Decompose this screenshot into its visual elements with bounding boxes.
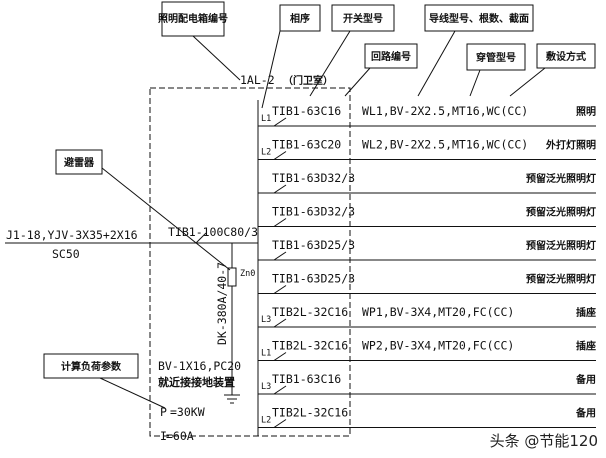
spd-label: DK-380A/40-7 bbox=[215, 262, 229, 345]
callout-box-phase bbox=[279, 4, 321, 32]
circuit-use: 预留泛光照明灯 bbox=[526, 172, 596, 185]
ie-value: =60A bbox=[166, 429, 194, 443]
callout-box-arrester bbox=[55, 149, 103, 175]
main-switch-symbol bbox=[195, 232, 207, 244]
circuit-use: 照明 bbox=[576, 106, 596, 118]
circuit-phase: L3 bbox=[261, 315, 271, 325]
leader-conduit bbox=[469, 69, 481, 97]
circuit-breaker: TIB1-63C16 bbox=[272, 372, 341, 386]
zno-label: Zn0 bbox=[240, 269, 255, 279]
leader-arrester bbox=[101, 167, 231, 271]
callout-conduit-model: 穿管型号 bbox=[476, 51, 516, 64]
breaker-symbol bbox=[273, 184, 287, 194]
circuit-phase: L3 bbox=[261, 382, 271, 392]
ie-label: I bbox=[160, 429, 167, 443]
pe-value: =30KW bbox=[170, 405, 205, 419]
circuit-wire: WL1,BV-2X2.5,MT16,WC(CC) bbox=[362, 104, 528, 118]
callout-box-conduit bbox=[466, 43, 526, 71]
breaker-symbol bbox=[273, 117, 287, 127]
breaker-symbol bbox=[273, 285, 287, 294]
leader-wire bbox=[417, 30, 456, 97]
circuit-phase: L1 bbox=[261, 114, 271, 124]
circuit-phase: L1 bbox=[261, 349, 271, 359]
circuit-breaker: TIB2L-32C16 bbox=[272, 305, 348, 319]
leader-load bbox=[99, 377, 166, 409]
breaker-symbol bbox=[273, 385, 287, 395]
watermark: 头条 @节能120 bbox=[490, 432, 598, 450]
callout-switch-model: 开关型号 bbox=[343, 12, 383, 25]
spd-symbol bbox=[227, 267, 237, 287]
circuit-breaker: TIB1-63D32/3 bbox=[272, 205, 355, 219]
callout-box-switch bbox=[331, 4, 395, 32]
circuit-wire: WP2,BV-3X4,MT20,FC(CC) bbox=[362, 339, 514, 353]
circuit-use: 预留泛光照明灯 bbox=[526, 239, 596, 252]
callout-wire-spec: 导线型号、根数、截面 bbox=[429, 12, 529, 25]
circuit-use: 预留泛光照明灯 bbox=[526, 206, 596, 219]
ground-note: 就近接接地装置 bbox=[158, 375, 235, 389]
circuit-breaker: TIB1-63D32/3 bbox=[272, 171, 355, 185]
main-switch-label: TIB1-100C80/3 bbox=[168, 225, 258, 239]
feeder-label: J1-18,YJV-3X35+2X16 bbox=[6, 228, 138, 242]
breaker-symbol bbox=[273, 419, 287, 428]
panel-enclosure bbox=[149, 87, 351, 437]
leader-phase bbox=[261, 30, 281, 109]
circuit-breaker: TIB2L-32C16 bbox=[272, 339, 348, 353]
circuit-breaker: TIB1-63D25/3 bbox=[272, 272, 355, 286]
circuit-wire: WP1,BV-3X4,MT20,FC(CC) bbox=[362, 305, 514, 319]
callout-box-wire bbox=[424, 4, 534, 32]
circuit-use: 外打灯照明 bbox=[545, 139, 596, 152]
circuit-use: 备用 bbox=[575, 373, 596, 386]
circuit-phase: L2 bbox=[261, 416, 271, 426]
callout-box-load bbox=[43, 353, 139, 379]
leader-circuit bbox=[344, 67, 371, 97]
circuit-breaker: TIB1-63C16 bbox=[272, 104, 341, 118]
ground-wire-label: BV-1X16,PC20 bbox=[158, 359, 241, 373]
callout-laying-method: 敷设方式 bbox=[546, 50, 586, 63]
leader-switch bbox=[309, 30, 351, 97]
breaker-symbol bbox=[273, 151, 287, 160]
circuit-use: 备用 bbox=[575, 407, 596, 420]
circuit-breaker: TIB1-63C20 bbox=[272, 138, 341, 152]
circuit-breaker: TIB1-63D25/3 bbox=[272, 238, 355, 252]
callout-box-circuit bbox=[364, 43, 418, 69]
circuit-use: 预留泛光照明灯 bbox=[526, 273, 596, 286]
circuit-phase: L2 bbox=[261, 148, 271, 158]
panel-id: 1AL-2 bbox=[240, 73, 275, 87]
breaker-symbol bbox=[273, 352, 287, 361]
leader-lighting-box bbox=[192, 35, 241, 81]
feeder-conduit: SC50 bbox=[52, 247, 80, 261]
pe-label: P bbox=[160, 405, 167, 419]
circuit-use: 插座 bbox=[576, 340, 596, 353]
breaker-symbol bbox=[273, 218, 287, 227]
leader-laying bbox=[509, 67, 546, 97]
callout-phase: 相序 bbox=[290, 12, 310, 25]
circuit-breaker: TIB2L-32C16 bbox=[272, 406, 348, 420]
panel-room: （门卫室） bbox=[283, 74, 333, 87]
circuit-wire: WL2,BV-2X2.5,MT16,WC(CC) bbox=[362, 138, 528, 152]
callout-circuit-no: 回路编号 bbox=[371, 50, 411, 63]
breaker-symbol bbox=[273, 251, 287, 261]
callout-arrester: 避雷器 bbox=[63, 156, 95, 169]
callout-box-laying bbox=[536, 43, 596, 69]
circuit-use: 插座 bbox=[576, 306, 596, 319]
callout-lighting-box-no: 照明配电箱编号 bbox=[158, 12, 228, 25]
callout-load-params: 计算负荷参数 bbox=[61, 360, 122, 373]
breaker-symbol bbox=[273, 318, 287, 328]
